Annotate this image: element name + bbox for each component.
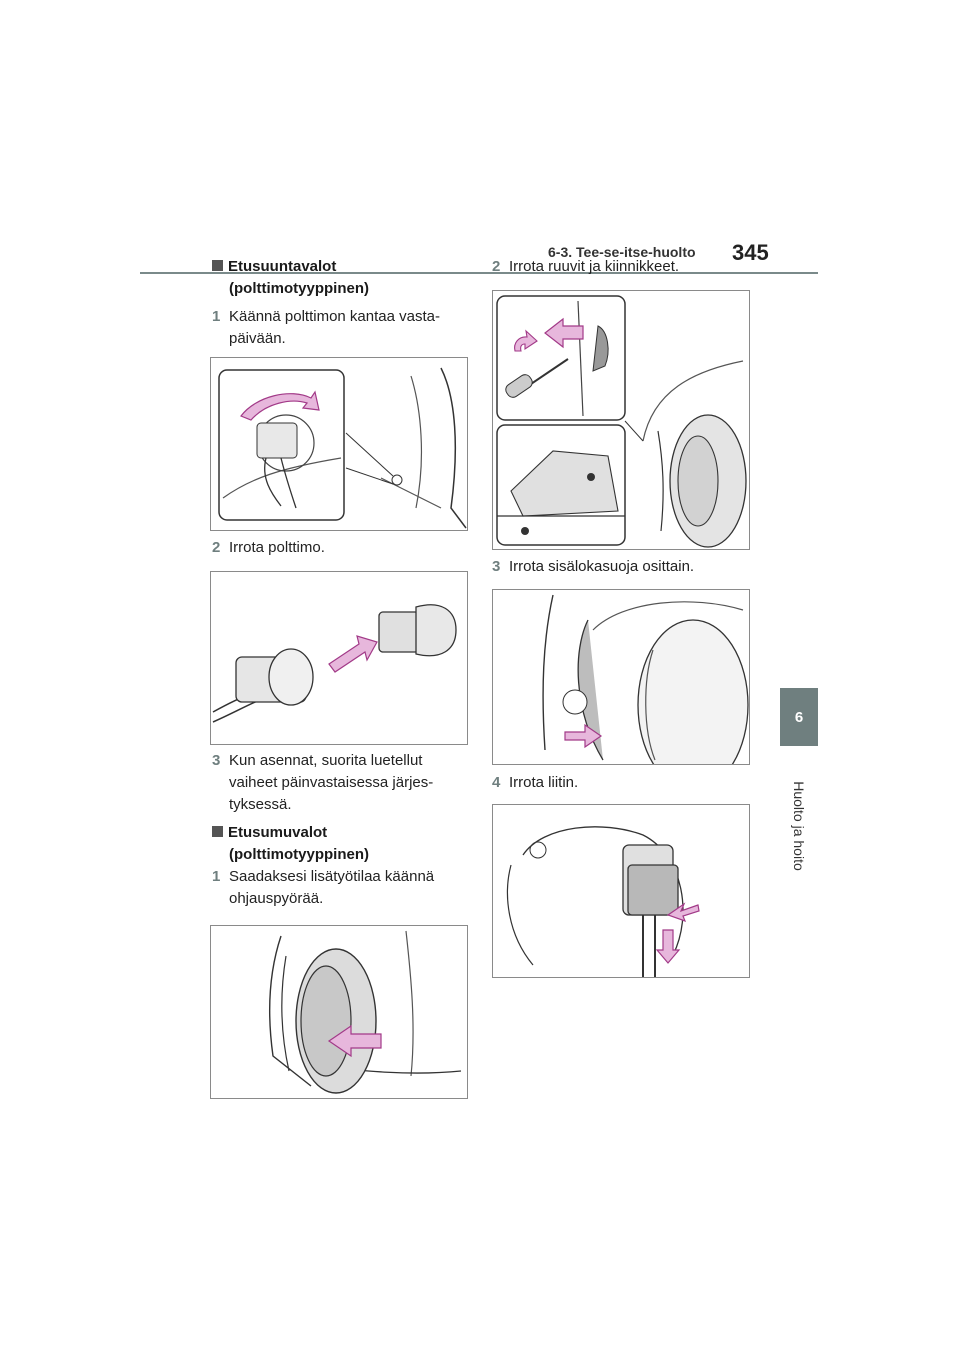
pull-liner-arrow-icon [564,723,603,749]
square-bullet-icon [212,260,223,271]
section-heading-front-turn-signals: Etusuuntavalot (polttimotyyppinen) [212,256,369,300]
section-title: 6-3. Tee-se-itse-huolto [548,244,696,260]
figure-fender-liner [492,589,750,765]
header-divider [140,272,818,274]
chapter-tab[interactable]: 6 [780,688,818,746]
rotate-arrow-icon [240,390,320,421]
figure-remove-screws-clips [492,290,750,550]
left-arrow-icon [544,317,584,349]
chapter-title-vertical: Huolto ja hoito [744,760,854,892]
figure-rotate-bulb-base [210,357,468,531]
figure-remove-bulb [210,571,468,745]
press-arrow-icon [666,902,700,923]
turn-arrow-icon [327,1024,382,1058]
down-arrow-icon [655,929,681,964]
page-number: 345 [732,240,769,265]
figure-disconnect-connector [492,804,750,978]
section-heading-front-fog-lights: Etusumuvalot (polttimotyyppinen) [212,822,369,866]
square-bullet-icon [212,826,223,837]
rotate-ccw-arrow-icon [514,329,538,352]
figure-turned-wheel [210,925,468,1099]
chapter-title-text: Huolto ja hoito [791,781,807,871]
pull-arrow-icon [328,635,378,673]
